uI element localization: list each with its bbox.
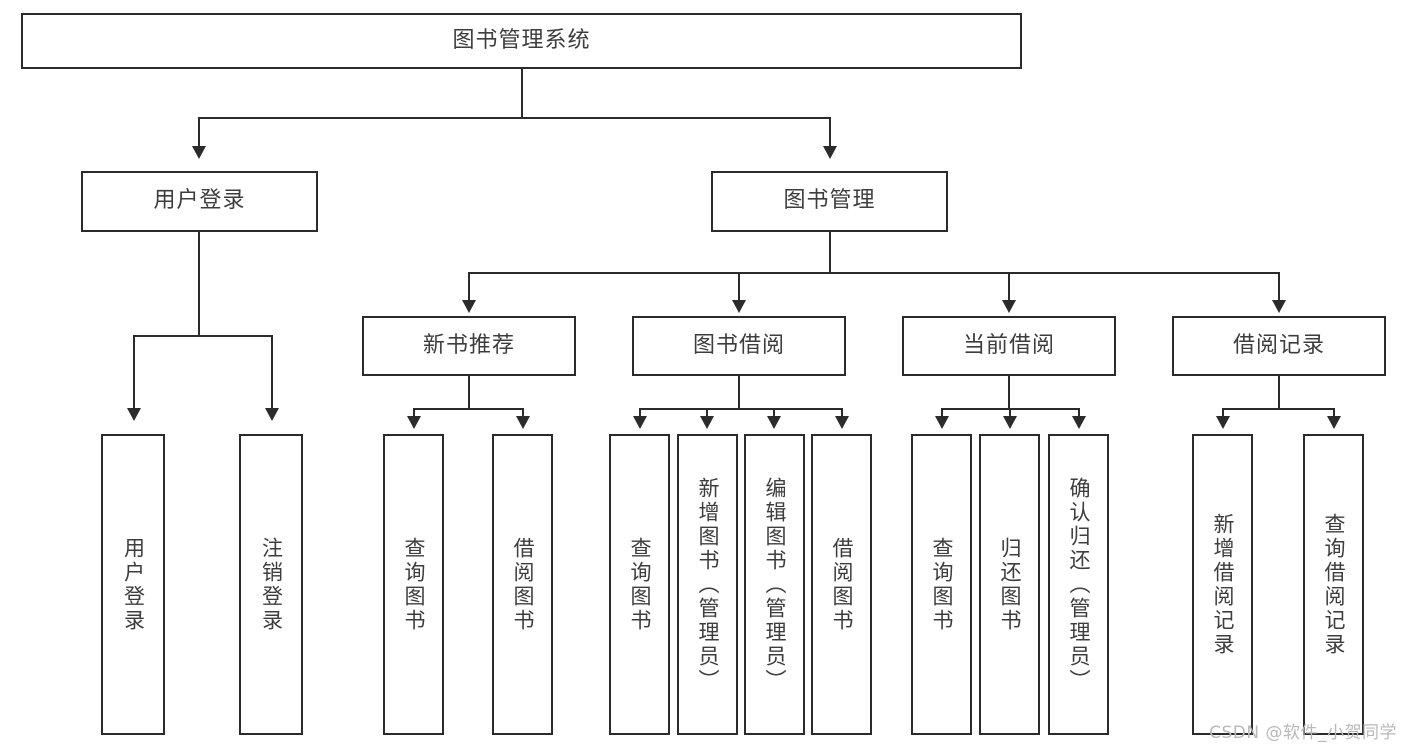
arrow-book-borrow-leaf-4 — [835, 416, 849, 429]
arrow-book-manage-to-new-book-rec — [462, 300, 476, 313]
leaf-add-book-label: 新增图书（管理员） — [696, 476, 720, 693]
connector-book-borrow-bus — [639, 408, 842, 410]
connector-book-borrow-drop-2 — [706, 408, 708, 418]
node-book-manage-label: 图书管理 — [783, 188, 876, 214]
leaf-query-book-2[interactable]: 查询图书 — [609, 434, 670, 735]
node-borrow-record-label: 借阅记录 — [1232, 332, 1325, 358]
connector-root-bus — [198, 117, 831, 119]
leaf-edit-book[interactable]: 编辑图书（管理员） — [744, 434, 805, 735]
connector-book-borrow-drop-4 — [841, 408, 843, 418]
connector-book-manage-drop-4 — [1278, 272, 1280, 302]
leaf-borrow-book-1-label: 借阅图书 — [511, 536, 535, 633]
arrow-book-borrow-leaf-3 — [767, 416, 781, 429]
leaf-add-book[interactable]: 新增图书（管理员） — [677, 434, 738, 735]
leaf-user-logout[interactable]: 注销登录 — [239, 434, 303, 735]
node-borrow-record[interactable]: 借阅记录 — [1172, 316, 1386, 376]
node-user-login-label: 用户登录 — [153, 188, 246, 214]
connector-new-book-rec-drop-2 — [522, 408, 524, 418]
arrow-book-manage-to-current-borrow — [1002, 300, 1016, 313]
connector-root-to-user-login — [198, 117, 200, 148]
node-root-label: 图书管理系统 — [452, 27, 591, 53]
node-root[interactable]: 图书管理系统 — [21, 13, 1022, 69]
leaf-query-book-1-label: 查询图书 — [402, 536, 426, 633]
watermark: CSDN @软件_小贺同学 — [1209, 723, 1397, 743]
connector-book-borrow-drop-1 — [639, 408, 641, 418]
leaf-confirm-return-label: 确认归还（管理员） — [1067, 476, 1091, 693]
connector-book-manage-bus — [468, 272, 1279, 274]
arrow-book-borrow-leaf-2 — [700, 416, 714, 429]
arrow-book-manage-to-book-borrow — [732, 300, 746, 313]
arrow-root-to-user-login — [192, 146, 206, 159]
node-user-login[interactable]: 用户登录 — [81, 171, 318, 232]
arrow-user-login-leaf-2 — [265, 408, 279, 421]
leaf-add-record-label: 新增借阅记录 — [1211, 512, 1235, 657]
arrow-borrow-record-leaf-2 — [1327, 416, 1341, 429]
leaf-edit-book-label: 编辑图书（管理员） — [763, 476, 787, 693]
connector-borrow-record-bus — [1222, 408, 1335, 410]
connector-book-borrow-stem — [738, 376, 740, 408]
arrow-user-login-leaf-1 — [127, 408, 141, 421]
connector-current-borrow-drop-3 — [1078, 408, 1080, 418]
leaf-user-logout-label: 注销登录 — [259, 536, 284, 633]
connector-root-stem — [521, 69, 523, 117]
arrow-new-book-rec-leaf-1 — [407, 416, 421, 429]
arrow-borrow-record-leaf-1 — [1216, 416, 1230, 429]
connector-new-book-rec-drop-1 — [413, 408, 415, 418]
node-book-borrow-label: 图书借阅 — [692, 332, 785, 358]
arrow-root-to-book-manage — [823, 146, 837, 159]
node-book-manage[interactable]: 图书管理 — [711, 171, 948, 232]
connector-borrow-record-drop-2 — [1333, 408, 1335, 418]
leaf-query-record-label: 查询借阅记录 — [1322, 512, 1346, 657]
arrow-current-borrow-leaf-1 — [935, 416, 949, 429]
arrow-new-book-rec-leaf-2 — [516, 416, 530, 429]
connector-book-borrow-drop-3 — [773, 408, 775, 418]
connector-book-manage-drop-1 — [468, 272, 470, 302]
connector-borrow-record-stem — [1278, 376, 1280, 408]
connector-user-login-stem — [198, 232, 200, 335]
connector-borrow-record-drop-1 — [1222, 408, 1224, 418]
node-current-borrow-label: 当前借阅 — [962, 332, 1055, 358]
leaf-borrow-book-2[interactable]: 借阅图书 — [811, 434, 872, 735]
connector-new-book-rec-bus — [413, 408, 524, 410]
leaf-user-login[interactable]: 用户登录 — [101, 434, 165, 735]
leaf-query-book-1[interactable]: 查询图书 — [383, 434, 444, 735]
leaf-query-book-3-label: 查询图书 — [930, 536, 954, 633]
connector-book-manage-stem — [829, 232, 831, 272]
connector-user-login-drop-1 — [133, 335, 135, 410]
leaf-user-login-label: 用户登录 — [121, 536, 146, 633]
connector-book-manage-drop-3 — [1008, 272, 1010, 302]
leaf-return-book-label: 归还图书 — [998, 536, 1022, 633]
connector-current-borrow-stem — [1008, 376, 1010, 408]
leaf-return-book[interactable]: 归还图书 — [979, 434, 1040, 735]
leaf-query-book-3[interactable]: 查询图书 — [911, 434, 972, 735]
arrow-book-manage-to-borrow-record — [1272, 300, 1286, 313]
leaf-add-record[interactable]: 新增借阅记录 — [1192, 434, 1253, 735]
leaf-borrow-book-1[interactable]: 借阅图书 — [492, 434, 553, 735]
connector-root-to-book-manage — [829, 117, 831, 148]
leaf-confirm-return[interactable]: 确认归还（管理员） — [1048, 434, 1109, 735]
node-new-book-rec[interactable]: 新书推荐 — [362, 316, 576, 376]
arrow-current-borrow-leaf-2 — [1003, 416, 1017, 429]
leaf-query-book-2-label: 查询图书 — [628, 536, 652, 633]
connector-current-borrow-drop-1 — [941, 408, 943, 418]
connector-book-manage-drop-2 — [738, 272, 740, 302]
leaf-query-record[interactable]: 查询借阅记录 — [1303, 434, 1364, 735]
arrow-book-borrow-leaf-1 — [633, 416, 647, 429]
node-current-borrow[interactable]: 当前借阅 — [902, 316, 1116, 376]
connector-new-book-rec-stem — [468, 376, 470, 408]
arrow-current-borrow-leaf-3 — [1072, 416, 1086, 429]
connector-user-login-bus — [133, 335, 272, 337]
connector-user-login-drop-2 — [271, 335, 273, 410]
leaf-borrow-book-2-label: 借阅图书 — [830, 536, 854, 633]
node-new-book-rec-label: 新书推荐 — [422, 332, 515, 358]
node-book-borrow[interactable]: 图书借阅 — [632, 316, 846, 376]
connector-current-borrow-drop-2 — [1009, 408, 1011, 418]
